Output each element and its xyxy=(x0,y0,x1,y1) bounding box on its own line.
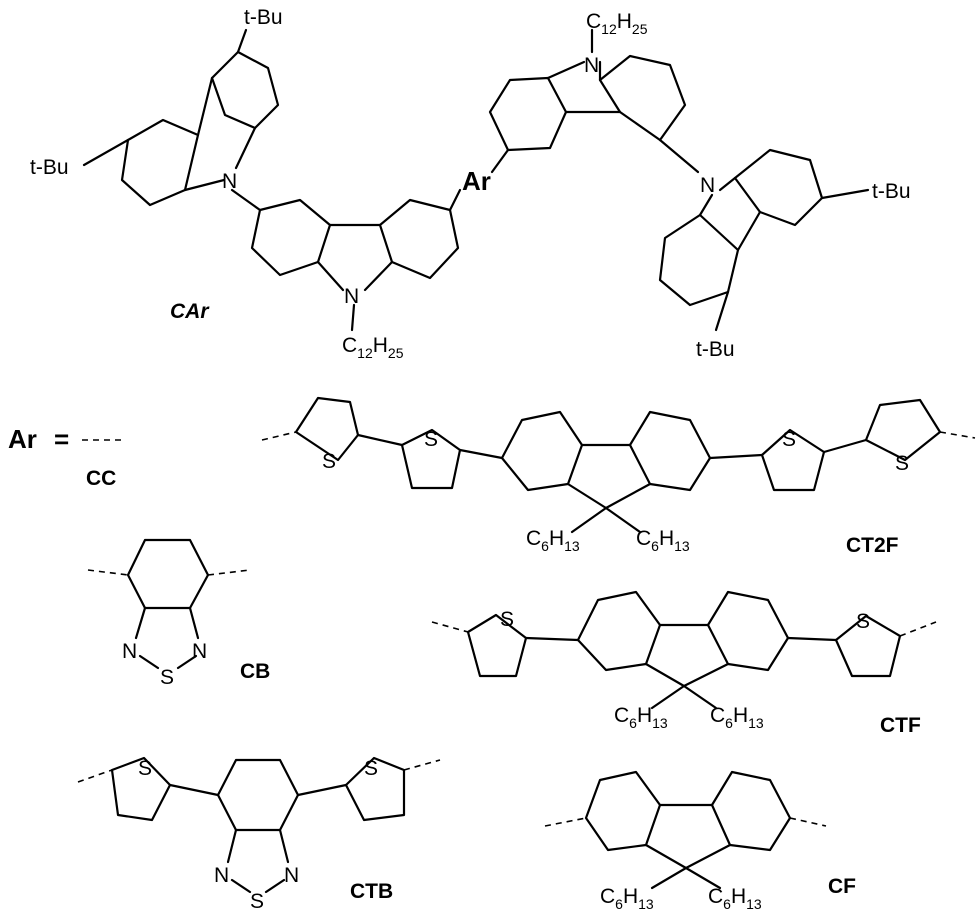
sulfur-label: S xyxy=(322,450,336,473)
nitrogen-label: N xyxy=(192,640,207,663)
cc-label: CC xyxy=(86,467,116,490)
cb-structure: N N S CB xyxy=(87,538,270,689)
sulfur-label: S xyxy=(364,757,378,780)
alkyl-chain-label: C12H25 xyxy=(342,334,404,361)
right-tbu-carbazole: N t-Bu t-Bu xyxy=(658,148,911,361)
tbu-label: t-Bu xyxy=(872,180,911,203)
ct2f-structure: S S S S C6H13 C6H13 CT2F xyxy=(261,396,976,557)
ctb-label: CTB xyxy=(350,880,393,903)
sulfur-label: S xyxy=(250,890,264,913)
hexyl-label: C6H13 xyxy=(600,885,654,912)
ct2f-label: CT2F xyxy=(846,534,899,557)
tbu-label: t-Bu xyxy=(244,6,283,29)
sulfur-label: S xyxy=(500,608,514,631)
nitrogen-label: N xyxy=(584,54,599,77)
sulfur-label: S xyxy=(782,428,796,451)
nitrogen-label: N xyxy=(344,285,359,308)
alkyl-chain-label: C12H25 xyxy=(586,10,648,37)
right-central-carbazole: N C12H25 xyxy=(488,10,700,174)
car-molecule: t-Bu t-Bu N N C12H25 Ar CAr xyxy=(30,6,911,361)
nitrogen-label: N xyxy=(214,864,229,887)
nitrogen-label: N xyxy=(700,174,715,197)
cf-label: CF xyxy=(828,875,856,898)
ctf-structure: S S C6H13 C6H13 CTF xyxy=(431,590,937,737)
sulfur-label: S xyxy=(856,610,870,633)
tbu-label: t-Bu xyxy=(30,156,69,179)
ar-definition-label: Ar xyxy=(8,424,37,454)
car-label: CAr xyxy=(170,300,210,323)
ar-linker-label: Ar xyxy=(462,166,491,196)
sulfur-label: S xyxy=(160,666,174,689)
hexyl-label: C6H13 xyxy=(708,885,762,912)
sulfur-label: S xyxy=(895,452,909,475)
ctb-structure: S S N N S CTB xyxy=(77,756,441,913)
cf-structure: C6H13 C6H13 CF xyxy=(544,770,856,912)
left-central-carbazole: N C12H25 xyxy=(250,188,462,361)
ctf-label: CTF xyxy=(880,714,921,737)
sulfur-label: S xyxy=(138,757,152,780)
cb-label: CB xyxy=(240,660,270,683)
nitrogen-label: N xyxy=(284,864,299,887)
nitrogen-label: N xyxy=(222,170,237,193)
cc-structure: CC xyxy=(82,439,124,490)
nitrogen-label: N xyxy=(122,640,137,663)
hexyl-label: C6H13 xyxy=(710,704,764,731)
hexyl-label: C6H13 xyxy=(526,527,580,554)
hexyl-label: C6H13 xyxy=(636,527,690,554)
left-tbu-carbazole: t-Bu t-Bu N xyxy=(30,6,283,212)
sulfur-label: S xyxy=(424,428,438,451)
hexyl-label: C6H13 xyxy=(614,704,668,731)
equals-sign: = xyxy=(54,424,69,454)
tbu-label: t-Bu xyxy=(696,338,735,361)
